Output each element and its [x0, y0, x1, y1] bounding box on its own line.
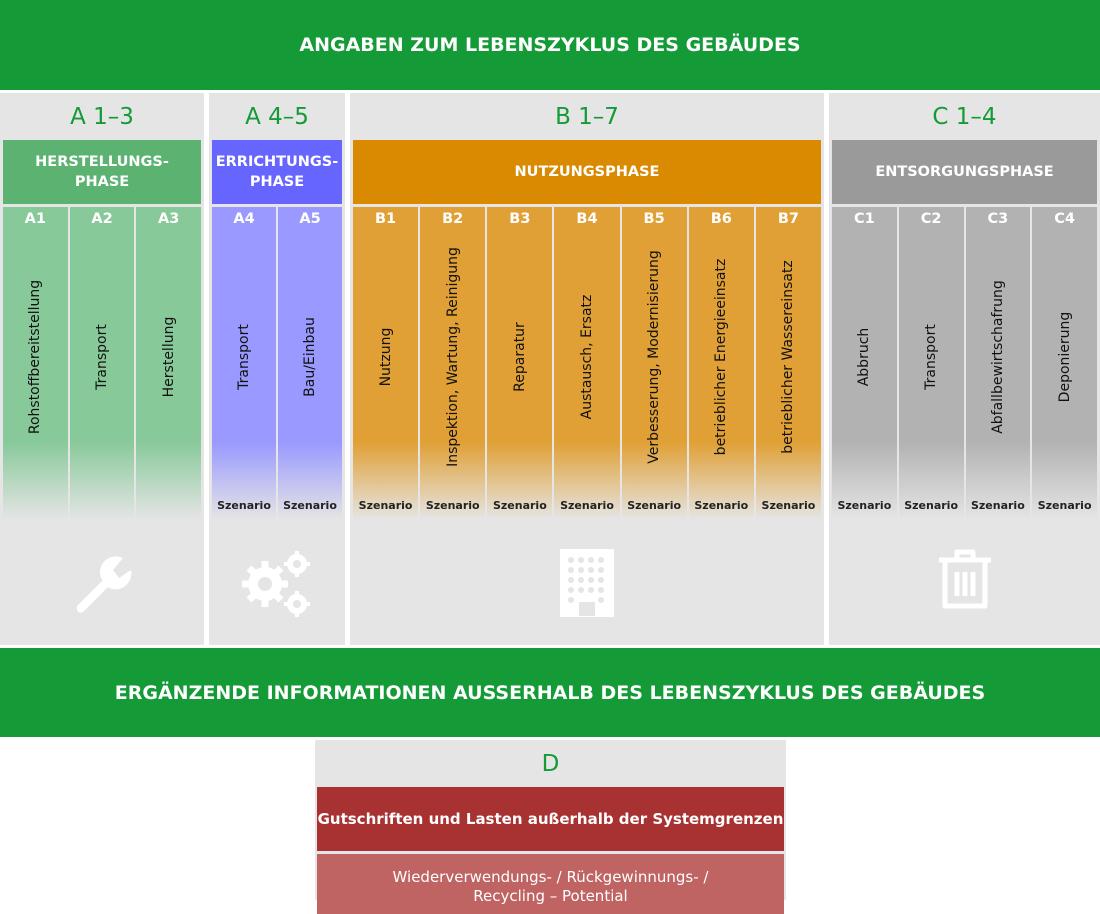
module-code: B1: [374, 211, 397, 227]
module-code: C3: [987, 211, 1009, 227]
module-scenario: Szenario: [970, 499, 1025, 512]
module-code: B7: [777, 211, 799, 227]
module-code: C4: [1054, 211, 1075, 227]
module-code: A4: [233, 211, 255, 227]
section-c: C 1–4 ENTSORGUNGSPHASE C1 Abbruch Szenar…: [829, 93, 1100, 645]
module-scenario: Szenario: [627, 499, 682, 512]
module-label: Abbruch: [856, 327, 873, 387]
module-a4: A4 Transport Szenario: [212, 207, 276, 520]
module-label: Nutzung: [377, 327, 394, 387]
wrench-icon: [67, 548, 137, 622]
module-label: Austausch, Ersatz: [578, 294, 595, 420]
module-scenario: Szenario: [560, 499, 614, 512]
module-scenario: Szenario: [837, 499, 892, 512]
module-scenario: Szenario: [904, 499, 959, 512]
module-label: Abfallbewirtschafrung: [989, 280, 1006, 434]
module-label: betrieblicher Wassereinsatz: [780, 260, 797, 454]
module-label: Transport: [923, 324, 940, 390]
module-label: Reparatur: [511, 322, 528, 392]
section-title: A 1–3: [70, 103, 134, 130]
module-scenario: Szenario: [217, 499, 271, 512]
header-title: ANGABEN ZUM LEBENSZYKLUS DES GEBÄUDES: [299, 34, 801, 56]
module-code: C1: [854, 211, 875, 227]
module-code: A1: [24, 211, 46, 227]
module-a3: A3 Herstellung: [136, 207, 202, 520]
module-label: Transport: [236, 324, 252, 390]
module-code: A2: [91, 211, 113, 227]
section-b: B 1–7 NUTZUNGSPHASE B1 Nutzung Szenario …: [350, 93, 824, 645]
module-c4: C4 Deponierung Szenario: [1032, 207, 1097, 520]
building-icon: [559, 548, 615, 622]
module-c2: C2 Transport Szenario: [898, 207, 964, 520]
module-a2: A2 Transport: [69, 207, 135, 520]
module-code: B6: [710, 211, 732, 227]
module-a1: A1 Rohstoffbereitstellung: [3, 207, 68, 520]
module-b2: B2 Inspektion, Wartung, Reinigung Szenar…: [420, 207, 486, 520]
section-title: C 1–4: [932, 103, 997, 130]
module-label: Rohstoffbereitstellung: [27, 279, 44, 435]
module-a5: A5 Bau/Einbau Szenario: [278, 207, 342, 520]
module-b6: B6 betrieblicher Energieeinsatz Szenario: [688, 207, 754, 520]
module-code: B5: [643, 211, 665, 227]
module-scenario: Szenario: [492, 499, 547, 512]
module-scenario: Szenario: [283, 499, 337, 512]
module-scenario: Szenario: [761, 499, 816, 512]
module-scenario: Szenario: [1037, 499, 1092, 512]
supplementary-title: ERGÄNZENDE INFORMATIONEN AUSSERHALB DES …: [114, 681, 986, 704]
phase-header: ENTSORGUNGSPHASE: [832, 140, 1097, 204]
module-c1: C1 Abbruch Szenario: [832, 207, 897, 520]
gears-icon: [237, 548, 317, 622]
module-label: Verbesserung, Modernisierung: [646, 250, 663, 464]
section-d-description: Wiederverwendungs- / Rückgewinnungs- / R…: [317, 854, 784, 914]
section-d-title: D: [541, 750, 560, 777]
module-label: Herstellung: [160, 316, 177, 398]
module-label: Bau/Einbau: [302, 317, 318, 397]
module-b5: B5 Verbesserung, Modernisierung Szenario: [621, 207, 687, 520]
section-a45: A 4–5 ERRICHTUNGS- PHASE A4 Transport Sz…: [209, 93, 345, 645]
module-label: Inspektion, Wartung, Reinigung: [444, 247, 461, 467]
module-b3: B3 Reparatur Szenario: [487, 207, 553, 520]
module-code: B2: [442, 211, 464, 227]
lifecycle-header: ANGABEN ZUM LEBENSZYKLUS DES GEBÄUDES: [0, 0, 1100, 90]
module-code: B4: [576, 211, 598, 227]
phase-header: NUTZUNGSPHASE: [353, 140, 821, 204]
phase-header: HERSTELLUNGS- PHASE: [3, 140, 201, 204]
section-title: A 4–5: [245, 103, 309, 130]
section-d-heading: Gutschriften und Lasten außerhalb der Sy…: [317, 787, 784, 851]
module-label: betrieblicher Energieeinsatz: [713, 258, 730, 456]
section-a13: A 1–3 HERSTELLUNGS- PHASE A1 Rohstoffber…: [0, 93, 204, 645]
module-b4: B4 Austausch, Ersatz Szenario: [554, 207, 620, 520]
module-code: A5: [299, 211, 321, 227]
module-scenario: Szenario: [694, 499, 749, 512]
module-label: Transport: [94, 324, 110, 390]
module-b1: B1 Nutzung Szenario: [353, 207, 419, 520]
section-d: D Gutschriften und Lasten außerhalb der …: [315, 740, 786, 914]
module-scenario: Szenario: [425, 499, 480, 512]
module-scenario: Szenario: [358, 499, 413, 512]
module-c3: C3 Abfallbewirtschafrung Szenario: [965, 207, 1031, 520]
module-code: C2: [920, 211, 942, 227]
section-title: B 1–7: [555, 103, 619, 130]
phase-header: ERRICHTUNGS- PHASE: [212, 140, 342, 204]
module-label: Deponierung: [1056, 311, 1073, 403]
module-b7: B7 betrieblicher Wassereinsatz Szenario: [755, 207, 821, 520]
module-code: A3: [158, 211, 180, 227]
trash-icon: [937, 548, 993, 614]
module-code: B3: [509, 211, 531, 227]
supplementary-header: ERGÄNZENDE INFORMATIONEN AUSSERHALB DES …: [0, 648, 1100, 737]
